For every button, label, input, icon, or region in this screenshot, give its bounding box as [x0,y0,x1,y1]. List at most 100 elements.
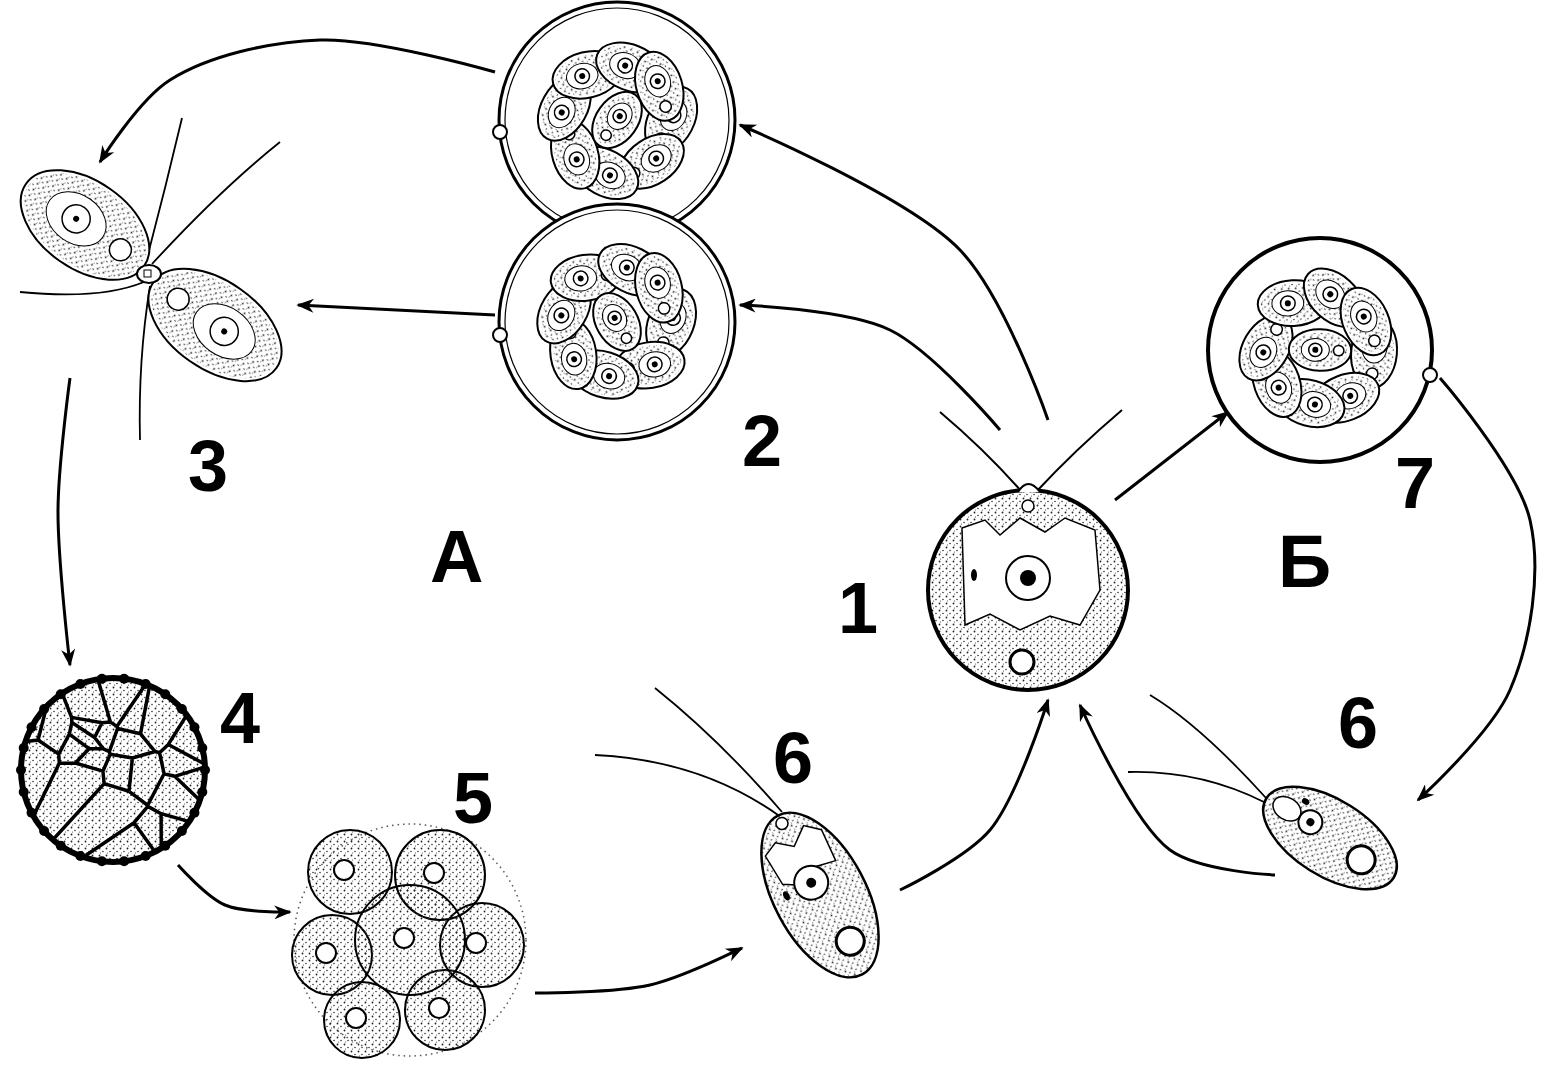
drawing-part [144,270,151,277]
drawing-part [611,314,619,322]
drawing-part [636,139,676,178]
drawing-part [1022,500,1034,512]
cycle-arrow [298,305,495,315]
drawing-part [551,305,571,325]
drawing-part [649,72,667,90]
drawing-part [657,301,671,315]
drawing-part [1308,343,1322,357]
drawing-part [140,286,150,440]
drawing-part [141,851,151,861]
drawing-part [572,270,588,286]
drawing-part [610,107,629,126]
drawing-part [1285,300,1291,306]
drawing-part [1346,297,1382,336]
drawing-part [962,518,1100,630]
drawing-part [493,328,507,342]
drawing-part [649,274,667,292]
drawing-part [568,150,586,168]
cell-illustration [495,0,742,442]
drawing-part [197,743,207,753]
drawing-part [600,367,618,385]
drawing-part [1208,238,1432,462]
drawing-part [623,263,631,271]
drawing-part [583,285,650,360]
life-stage: 1 [925,400,1132,692]
drawing-part [39,826,49,836]
drawing-part [493,125,507,139]
drawing-part [774,815,790,831]
drawing-part [563,264,598,293]
drawing-part [19,787,29,797]
drawing-part [616,112,624,120]
drawing-part [183,292,266,370]
drawing-part [1150,695,1266,798]
drawing-part [582,83,652,158]
drawing-part [651,361,658,368]
drawing-part [146,118,182,262]
drawing-part [72,215,80,223]
drawing-part [1305,817,1316,828]
life-stage: 3 [10,110,300,445]
drawing-part [583,285,650,360]
drawing-part [652,154,660,162]
drawing-part [1367,333,1382,348]
drawing-part [606,309,624,327]
drawing-part [595,755,778,815]
drawing-part [573,67,591,85]
drawing-part [1326,290,1334,298]
drawing-part [56,841,66,851]
drawing-part [1,148,169,303]
drawing-part [21,678,205,862]
drawing-part [16,674,210,867]
drawing-part [163,284,194,315]
drawing-part [579,72,586,79]
drawing-part [1253,342,1273,362]
cell-illustration [290,820,532,1062]
drawing-part [564,60,601,92]
drawing-part [128,246,301,404]
drawing-part [20,282,144,294]
drawing-part [573,156,580,163]
drawing-part [1346,392,1354,400]
drawing-part [21,678,205,862]
drawing-part [1294,806,1327,839]
drawing-part [632,252,686,324]
callout-number: 1 [838,572,878,644]
drawing-part [571,356,578,363]
drawing-part [1,148,169,303]
drawing-part [1246,766,1413,910]
drawing-part [160,689,170,699]
drawing-part [119,856,129,866]
drawing-part [189,808,199,818]
drawing-part [1312,347,1318,353]
drawing-part [599,128,614,143]
drawing-part [21,678,205,862]
drawing-part [1311,401,1318,408]
drawing-part [642,264,674,301]
drawing-part [1342,841,1381,880]
drawing-part [141,679,151,689]
life-stage: 5 [290,820,532,1062]
drawing-part [598,300,632,336]
drawing-part [559,342,589,377]
drawing-part [637,349,672,379]
drawing-part [1275,384,1283,392]
drawing-part [654,279,661,286]
drawing-part [316,943,336,963]
drawing-part [1128,772,1264,802]
callout-number: 7 [1395,447,1435,519]
drawing-part [1269,378,1288,397]
drawing-part [1320,284,1341,305]
drawing-part [1246,766,1413,910]
drawing-part [1259,348,1267,356]
drawing-part [137,265,161,283]
drawing-part [1306,396,1324,414]
callout-number: 6 [773,722,813,794]
cycle-arrow [100,40,495,162]
drawing-part [505,8,729,232]
drawing-part [1,118,302,440]
callout-number: 3 [188,430,228,502]
drawing-part [655,688,782,812]
drawing-part [97,674,107,684]
